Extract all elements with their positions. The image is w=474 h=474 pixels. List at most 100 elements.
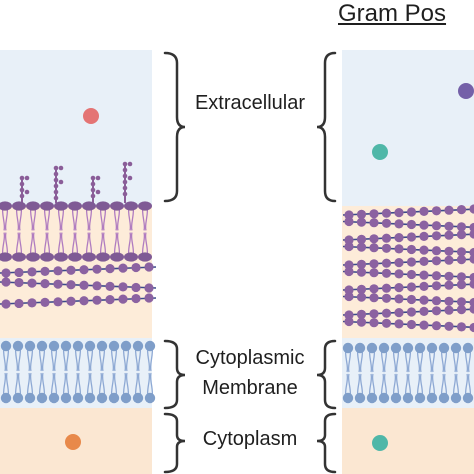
peptidoglycan-bead (406, 269, 417, 280)
lipid-head (110, 201, 124, 211)
peptidoglycan-bead (344, 260, 354, 270)
peptidoglycan-bead (381, 318, 392, 328)
lps-sugar (58, 179, 64, 185)
peptidoglycan-bead (105, 295, 115, 305)
peptidoglycan-bead (394, 244, 404, 254)
peptidoglycan-bead (356, 292, 367, 302)
peptidoglycan-bead (444, 205, 454, 215)
peptidoglycan-bead (381, 208, 392, 218)
molecule-purple-icon (458, 83, 474, 99)
lps-sugar (122, 179, 128, 185)
lipid-head (378, 342, 390, 354)
lps-sugar (122, 191, 128, 197)
lipid-head (390, 342, 402, 354)
lipid-head (144, 340, 156, 352)
peptidoglycan-bead (456, 297, 467, 307)
lipid-head (342, 342, 354, 354)
lipid-head (120, 392, 132, 404)
peptidoglycan-bead (369, 284, 379, 294)
peptidoglycan-bead (131, 282, 141, 293)
lps-sugar (95, 175, 101, 181)
peptidoglycan-bead (144, 283, 154, 293)
peptidoglycan-bead (381, 233, 392, 243)
lipid-head (438, 392, 450, 404)
peptidoglycan-bead (369, 209, 379, 219)
lipid-head (96, 340, 108, 352)
lipid-head (354, 342, 366, 354)
peptidoglycan-bead (456, 272, 467, 282)
peptidoglycan-bead (118, 294, 128, 304)
peptidoglycan-bead (344, 210, 354, 220)
lps-sugar (127, 161, 133, 167)
lipid-head (68, 201, 82, 211)
lipid-head (48, 340, 60, 352)
peptidoglycan-bead (40, 297, 50, 307)
peptidoglycan-bead (369, 234, 379, 244)
lipid-head (0, 201, 12, 211)
lipid-head (72, 340, 84, 352)
peptidoglycan-bead (381, 308, 392, 318)
peptidoglycan-bead (105, 264, 115, 274)
lipid-head (40, 201, 54, 211)
lipid-head (426, 342, 438, 354)
peptidoglycan-bead (406, 307, 417, 317)
peptidoglycan-bead (79, 265, 89, 275)
lipid-head (138, 201, 152, 211)
peptidoglycan-bead (419, 295, 429, 305)
bracket-cytoplasm-left-icon (163, 412, 186, 474)
lipid-head (36, 340, 48, 352)
lps-sugar (19, 181, 25, 187)
lipid-head (132, 392, 144, 404)
peptidoglycan-bead (406, 207, 417, 217)
peptidoglycan-bead (394, 319, 404, 329)
peptidoglycan-bead (381, 268, 392, 278)
peptidoglycan-bead (394, 283, 404, 293)
peptidoglycan-bead (27, 298, 37, 308)
lps-chains (19, 161, 133, 203)
peptidoglycan-bead (419, 270, 429, 280)
peptidoglycan-bead (356, 317, 367, 327)
bracket-extracellular-right-icon (316, 51, 337, 203)
peptidoglycan-bead (144, 262, 154, 272)
lipid-head (108, 340, 120, 352)
peptidoglycan-bead (456, 255, 467, 265)
lipid-head (84, 392, 96, 404)
right-cytoplasm-region (342, 408, 474, 474)
peptidoglycan-bead (369, 309, 379, 319)
peptidoglycan-bead (431, 271, 442, 281)
lipid-head (138, 252, 152, 262)
peptidoglycan-bead (1, 299, 11, 309)
lipid-head (12, 252, 26, 262)
lps-sugar (58, 165, 64, 171)
lipid-head (462, 342, 474, 354)
peptidoglycan-bead (406, 294, 417, 305)
lps-sugar (24, 189, 30, 195)
peptidoglycan-bead (469, 254, 474, 264)
lipid-head (12, 201, 26, 211)
molecule-red-icon (83, 108, 99, 124)
peptidoglycan-bead (369, 243, 379, 253)
peptidoglycan-bead (344, 316, 354, 327)
peptidoglycan-bead (444, 296, 454, 306)
bracket-membrane-right-icon (316, 339, 337, 410)
lipid-head (0, 252, 12, 262)
outer-membrane-bilayer (0, 201, 152, 262)
lps-sugar (19, 175, 25, 181)
peptidoglycan-bead (419, 320, 429, 330)
lps-sugar (19, 187, 25, 193)
lps-sugar (95, 189, 101, 195)
peptidoglycan-bead (40, 279, 50, 289)
peptidoglycan-bead (431, 256, 442, 266)
peptidoglycan-bead (394, 219, 404, 229)
lipid-head (96, 201, 110, 211)
lipid-head (426, 392, 438, 404)
peptidoglycan-bead (14, 298, 24, 309)
right-extracellular-region (342, 50, 474, 206)
lps-sugar (122, 173, 128, 179)
peptidoglycan-bead (92, 295, 102, 305)
lipid-head (12, 392, 24, 404)
lps-sugar (90, 193, 96, 199)
peptidoglycan-bead (27, 278, 37, 288)
peptidoglycan-bead (79, 296, 89, 306)
peptidoglycan-bead (66, 296, 76, 306)
